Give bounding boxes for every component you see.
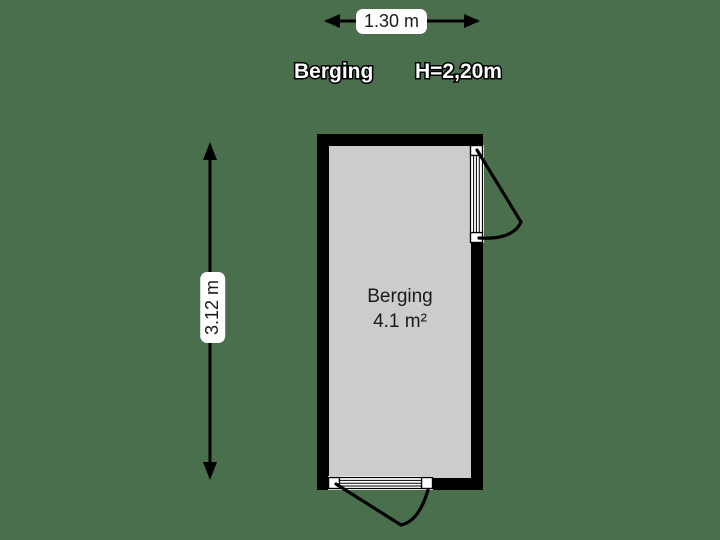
east-door [469, 144, 523, 244]
room-label-name: Berging [367, 286, 433, 307]
depth-dimension-label: 3.12 m [200, 272, 226, 344]
plan-title-name-wrap: Berging Berging [292, 59, 374, 85]
plan-title-height-wrap: H=2,20m H=2,20m [414, 59, 504, 85]
room-label-area: 4.1 m² [373, 310, 427, 332]
plan-title-height: H=2,20m [415, 60, 502, 83]
width-dimension-label: 1.30 m [356, 9, 428, 35]
south-door [327, 476, 434, 527]
plan-title-name: Berging [294, 60, 374, 83]
plan-title-name-outline: Berging [292, 59, 374, 85]
plan-title-height-outline: H=2,20m [414, 59, 504, 85]
room-label: Berging 4.1 m² [329, 285, 471, 334]
floor-area [329, 146, 471, 478]
